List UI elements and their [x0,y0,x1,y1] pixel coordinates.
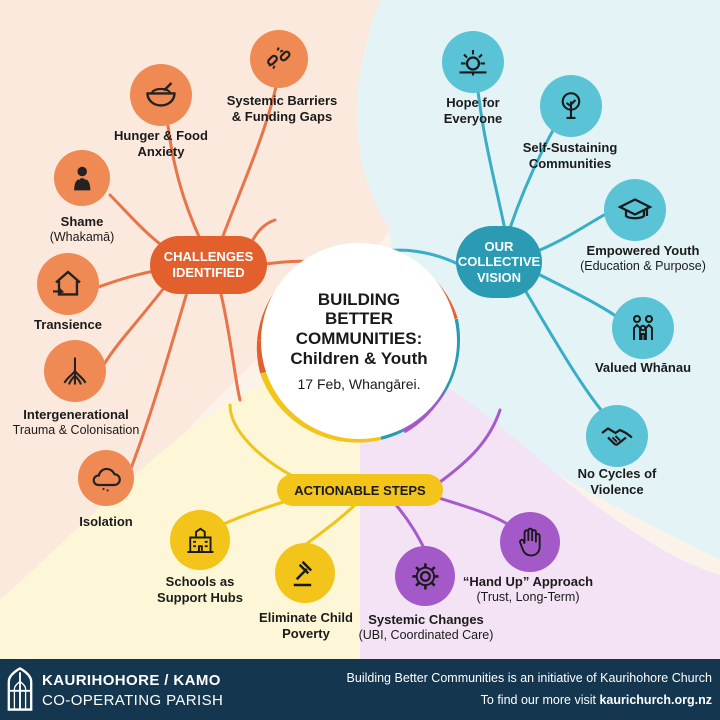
self-sustaining-title: Self-Sustaining [522,140,618,155]
barriers-title-2: & Funding Gaps [231,108,333,124]
hope-title: Hope for [446,95,500,110]
hand-up-title: “Hand Up” Approach [462,574,594,589]
whanau-title: Valued Whānau [594,360,692,375]
distressed-person-icon [73,166,91,191]
systemic-changes-node-label: Systemic Changes (UBI, Coordinated Care) [346,612,506,643]
center-hub: BUILDING BETTER COMMUNITIES: Children & … [261,243,457,439]
center-title-line-2: BETTER [324,309,393,329]
systemic-changes-node-icon [395,546,455,606]
handshake-icon [601,427,633,446]
trauma-node-label: Intergenerational Trauma & Colonisation [0,407,152,438]
center-subtitle: 17 Feb, Whangārei. [297,376,421,393]
violence-title-2: Violence [590,481,644,497]
challenges-hub-line-2: IDENTIFIED [172,265,245,280]
raised-hand-icon [518,527,541,556]
transience-node-label: Transience [18,317,118,333]
org-name-line-1: KAURIHOHORE / KAMO [42,672,221,689]
hand-up-sub: (Trust, Long-Term) [476,589,580,604]
house-icon [53,270,81,296]
vision-hub-line-1: OUR [484,238,514,254]
schools-title-2: Support Hubs [157,589,243,605]
broken-chain-icon [267,47,291,70]
schools-node-icon [170,510,230,570]
trauma-title: Intergenerational [23,407,129,422]
poverty-node-icon [275,543,335,603]
hope-node-label: Hope for Everyone [424,95,522,126]
trauma-node-icon [44,340,106,402]
hope-title-2: Everyone [443,110,503,126]
barriers-node-label: Systemic Barriers & Funding Gaps [214,93,350,124]
shame-node-icon [54,150,110,206]
schools-node-label: Schools as Support Hubs [140,574,260,605]
cloud-icon [92,467,121,492]
gear-icon [411,562,439,590]
violence-title: No Cycles of [577,466,657,481]
hope-node-icon [442,31,504,93]
systemic-changes-sub: (UBI, Coordinated Care) [358,627,494,642]
challenges-hub-line-1: CHALLENGES [163,249,254,265]
poverty-title: Eliminate Child [259,610,353,625]
self-sustaining-node-icon [540,75,602,137]
gavel-icon [293,560,312,586]
roots-icon [63,357,87,385]
footer-info-prefix: To find our more visit [480,693,596,707]
transience-node-icon [37,253,99,315]
steps-hub-label: ACTIONABLE STEPS [294,482,426,498]
self-sustaining-title-2: Communities [528,155,612,171]
sun-icon [459,50,487,76]
footer-info-line-2: To find our more visit kaurichurch.org.n… [481,693,712,707]
violence-node-label: No Cycles of Violence [560,466,674,497]
center-title-line-3: COMMUNITIES: [295,329,423,348]
barriers-title: Systemic Barriers [226,93,338,108]
org-name-line-2: CO-OPERATING PARISH [42,692,224,709]
bowl-icon [146,82,176,107]
empowered-youth-title: Empowered Youth [586,243,700,258]
vision-hub-line-3: VISION [476,269,522,285]
website-link[interactable]: kaurichurch.org.nz [599,693,712,707]
systemic-changes-title: Systemic Changes [368,612,484,627]
empowered-youth-sub: (Education & Purpose) [580,258,706,273]
center-title-line-1: BUILDING [317,289,401,309]
hunger-node-icon [130,64,192,126]
barriers-node-icon [250,30,308,88]
footer-info-line-1: Building Better Communities is an initia… [346,671,712,685]
steps-hub: ACTIONABLE STEPS [277,474,443,506]
isolation-title: Isolation [79,514,133,529]
shame-node-label: Shame (Whakamā) [30,214,134,245]
church-window-logo-icon [7,667,33,711]
challenges-hub: CHALLENGES IDENTIFIED [150,236,267,294]
schools-title: Schools as [165,574,235,589]
shame-title: Shame [60,214,104,229]
isolation-node-label: Isolation [56,514,156,530]
hunger-node-label: Hunger & Food Anxiety [104,128,218,159]
shame-sub: (Whakamā) [49,229,115,244]
vision-hub: OUR COLLECTIVE VISION [456,226,542,298]
family-icon [632,314,654,340]
self-sustaining-node-label: Self-Sustaining Communities [504,140,636,171]
hunger-title: Hunger & Food [114,128,208,143]
isolation-node-icon [78,450,134,506]
vision-hub-line-2: COLLECTIVE [457,254,541,270]
poverty-title-2: Poverty [282,625,330,641]
violence-node-icon [586,405,648,467]
center-title-line-4: Children & Youth [290,348,428,368]
whanau-node-label: Valued Whānau [584,360,702,376]
transience-title: Transience [34,317,102,332]
tree-icon [561,92,581,120]
hand-up-node-icon [500,512,560,572]
hunger-title-2: Anxiety [137,143,185,159]
school-icon [186,527,214,553]
empowered-youth-node-label: Empowered Youth (Education & Purpose) [568,243,718,274]
trauma-sub: Trauma & Colonisation [12,422,140,437]
footer: KAURIHOHORE / KAMO CO-OPERATING PARISH B… [0,659,720,720]
whanau-node-icon [612,297,674,359]
graduation-cap-icon [617,198,653,220]
poverty-node-label: Eliminate Child Poverty [246,610,366,641]
hand-up-node-label: “Hand Up” Approach (Trust, Long-Term) [448,574,608,605]
empowered-youth-node-icon [604,179,666,241]
